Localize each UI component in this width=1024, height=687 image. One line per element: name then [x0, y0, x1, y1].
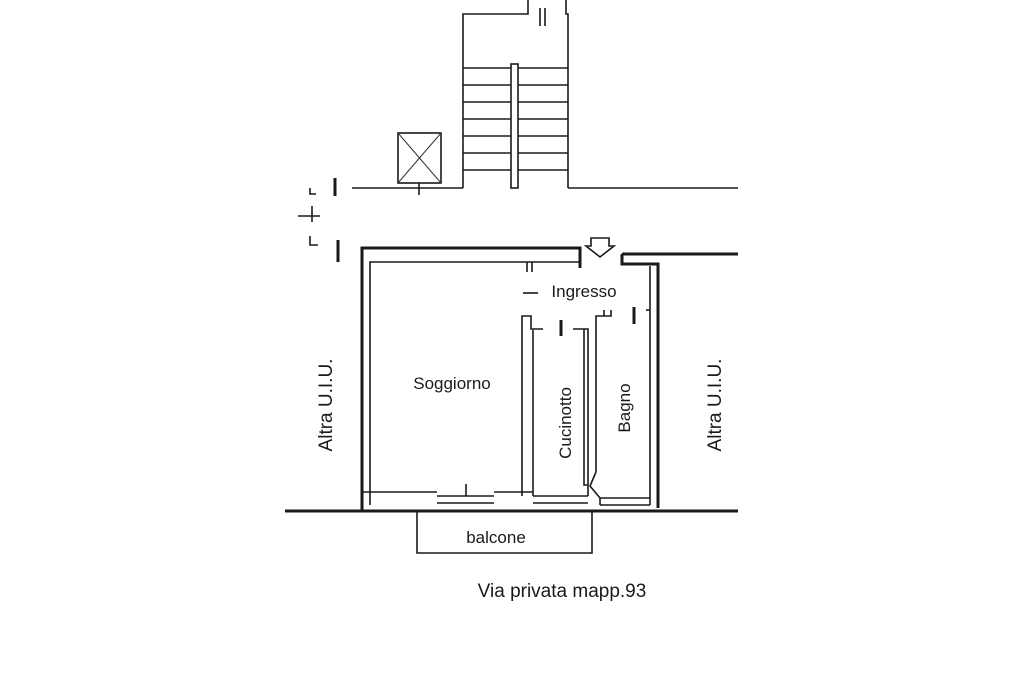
room-label-entrance: Ingresso [551, 282, 616, 301]
room-label-living: Soggiorno [413, 374, 491, 393]
room-label-balcony: balcone [466, 528, 526, 547]
window-living [437, 484, 494, 504]
neighbor-label-left: Altra U.I.U. [316, 359, 337, 452]
stair-steps [463, 67, 568, 171]
staircase [462, 0, 569, 189]
room-label-kitchenette: Cucinotto [556, 387, 575, 459]
room-label-bathroom: Bagno [615, 383, 634, 432]
bottom-walls [285, 484, 738, 513]
interior-partitions [521, 292, 650, 505]
entrance-arrow-icon [583, 237, 617, 259]
street-label: Via privata mapp.93 [478, 581, 647, 602]
window-bathroom [600, 497, 650, 506]
balcony [416, 511, 593, 554]
neighbor-label-right: Altra U.I.U. [705, 359, 726, 452]
apartment-walls [360, 246, 738, 510]
corridor-walls [298, 178, 738, 262]
elevator-shaft-icon [397, 132, 442, 195]
window-kitchenette [533, 495, 588, 504]
